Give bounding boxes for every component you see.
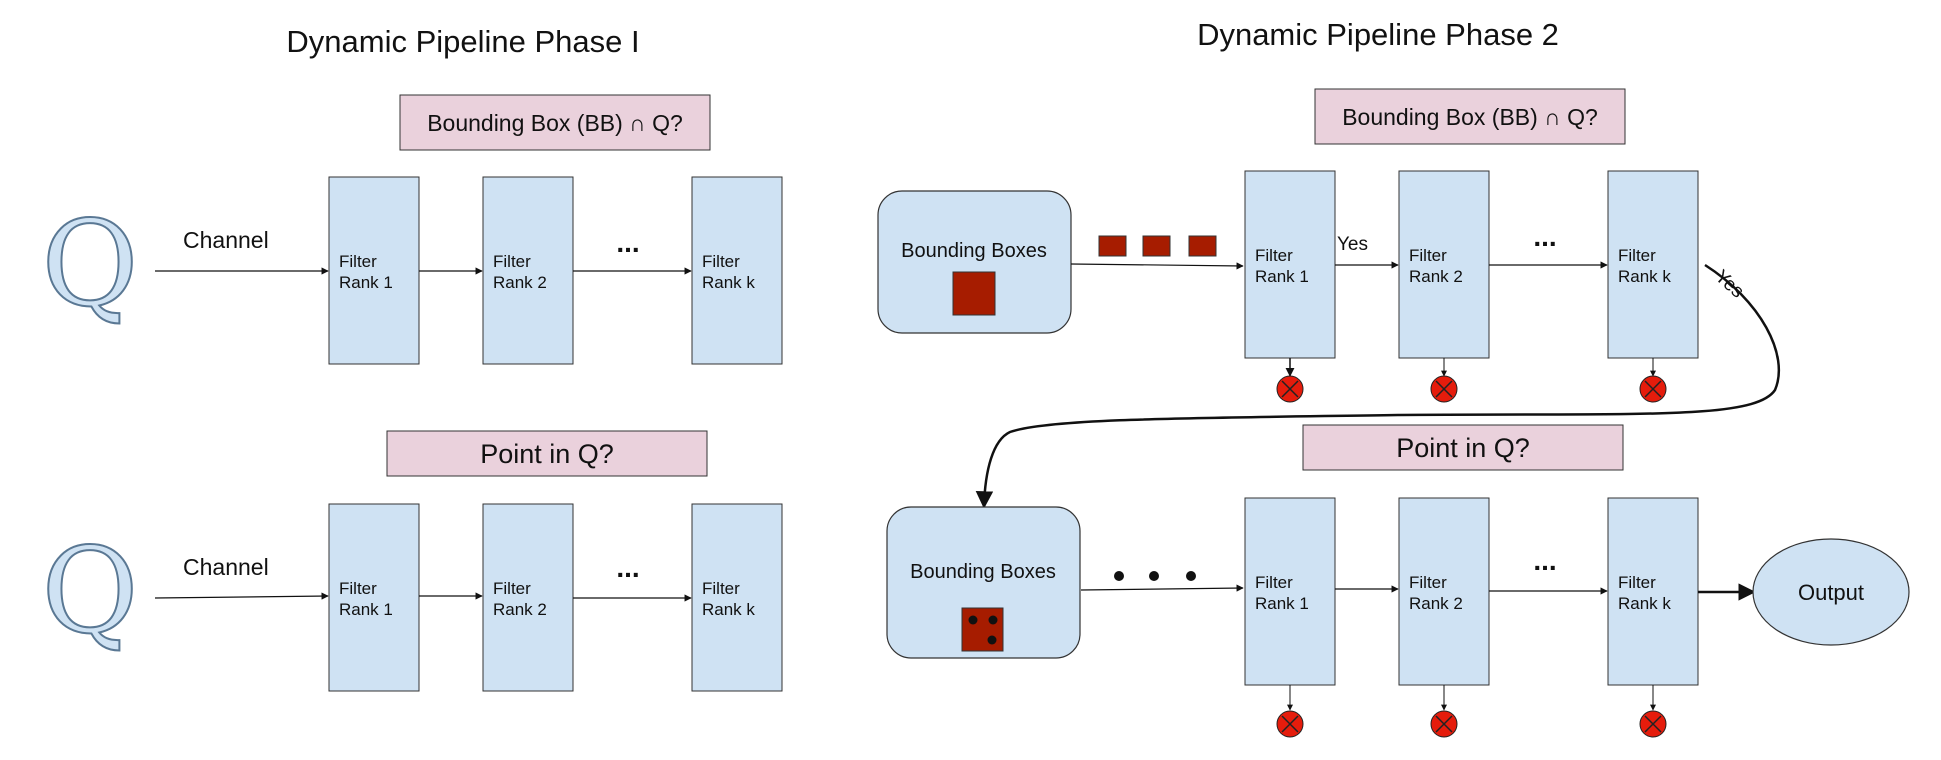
filter-label: Filter — [702, 252, 740, 271]
phase2-bottom-filter-k: Filter Rank k — [1607, 497, 1699, 686]
phase1-query-q-top: Q — [42, 195, 139, 333]
bounding-box-with-points-icon — [961, 607, 1004, 652]
phase2-bottom-filter-2: Filter Rank 2 — [1398, 497, 1490, 686]
phase2-top-rejects — [1276, 358, 1667, 403]
phase1-channel-label-top: Channel — [183, 227, 269, 253]
bounding-box-token-icon — [1188, 235, 1217, 257]
phase1-bb-question-box — [399, 94, 711, 151]
filter-rank: Rank 1 — [339, 273, 393, 292]
reject-icon — [1276, 375, 1304, 403]
phase1-top-filter-k: Filter Rank k — [691, 176, 783, 365]
output-label: Output — [1798, 580, 1864, 605]
reject-icon — [1639, 375, 1667, 403]
phase1-bottom-ellipsis: ... — [616, 552, 639, 583]
phase2-bottom-ellipsis: ... — [1533, 545, 1556, 576]
phase2-title: Dynamic Pipeline Phase 2 — [1197, 17, 1559, 52]
bounding-box-token-icon — [1098, 235, 1127, 257]
phase2-point-question: Point in Q? — [1396, 433, 1530, 463]
bounding-box-square-icon — [952, 271, 996, 316]
filter-label: Filter — [1255, 246, 1293, 265]
reject-icon — [1276, 710, 1304, 738]
phase2-bb-question: Bounding Box (BB) ∩ Q? — [1342, 104, 1598, 130]
filter-rank: Rank 2 — [1409, 267, 1463, 286]
phase1-point-question: Point in Q? — [480, 439, 614, 469]
phase1-bottom-filter-k: Filter Rank k — [691, 503, 783, 692]
phase2-point-question-box — [1302, 424, 1624, 471]
phase1-top-ellipsis: ... — [616, 227, 639, 258]
filter-label: Filter — [1618, 246, 1656, 265]
phase2-top-input-arrow — [1070, 262, 1244, 270]
points-ellipsis-icon — [1114, 571, 1196, 581]
filter-label: Filter — [493, 252, 531, 271]
phase2-top-filter-2: Filter Rank 2 — [1398, 170, 1490, 359]
filter-rank: Rank 2 — [1409, 594, 1463, 613]
filter-label: Filter — [1618, 573, 1656, 592]
filter-rank: Rank k — [1618, 267, 1671, 286]
filter-rank: Rank 1 — [339, 600, 393, 619]
filter-label: Filter — [1409, 246, 1447, 265]
filter-label: Filter — [702, 579, 740, 598]
phase2-output-node: Output — [1752, 538, 1910, 646]
filter-label: Filter — [1409, 573, 1447, 592]
filter-label: Filter — [339, 252, 377, 271]
phase2-top-filter-1: Filter Rank 1 — [1244, 170, 1336, 359]
filter-label: Filter — [493, 579, 531, 598]
reject-icon — [1430, 375, 1458, 403]
bounding-boxes-label: Bounding Boxes — [901, 240, 1047, 262]
filter-rank: Rank 2 — [493, 273, 547, 292]
phase2-yes-label-1: Yes — [1337, 234, 1368, 255]
phase1-point-question-box — [386, 430, 708, 477]
phase2-bounding-boxes-top: Bounding Boxes — [877, 190, 1072, 334]
bounding-box-token-icon — [1142, 235, 1171, 257]
filter-label: Filter — [339, 579, 377, 598]
filter-rank: Rank 2 — [493, 600, 547, 619]
filter-rank: Rank k — [702, 273, 755, 292]
phase2-bounding-boxes-bottom: Bounding Boxes — [886, 506, 1081, 659]
bounding-boxes-label: Bounding Boxes — [910, 561, 1056, 583]
filter-rank: Rank 1 — [1255, 267, 1309, 286]
phase1-query-q-bottom: Q — [42, 522, 139, 660]
filter-label: Filter — [1255, 573, 1293, 592]
reject-icon — [1639, 710, 1667, 738]
phase1-bottom-filter-2: Filter Rank 2 — [482, 503, 574, 692]
phase1-channel-arrow-bottom — [154, 592, 329, 600]
phase1-bb-question: Bounding Box (BB) ∩ Q? — [427, 110, 683, 136]
phase2-bottom-input-arrow — [1080, 584, 1244, 592]
phase2-bottom-filter-1: Filter Rank 1 — [1244, 497, 1336, 686]
filter-rank: Rank k — [702, 600, 755, 619]
phase1-channel-label-bottom: Channel — [183, 554, 269, 580]
phase2-bb-question-box — [1314, 88, 1626, 145]
filter-rank: Rank 1 — [1255, 594, 1309, 613]
phase2-yes-connector — [975, 263, 1781, 509]
phase2-top-filter-k: Filter Rank k — [1607, 170, 1699, 359]
phase1-top-filter-1: Filter Rank 1 — [328, 176, 420, 365]
filter-rank: Rank k — [1618, 594, 1671, 613]
phase1-top-filter-2: Filter Rank 2 — [482, 176, 574, 365]
phase1-title: Dynamic Pipeline Phase I — [286, 24, 639, 59]
phase2-top-ellipsis: ... — [1533, 221, 1556, 252]
phase2-bottom-rejects — [1276, 685, 1667, 738]
phase1-bottom-filter-1: Filter Rank 1 — [328, 503, 420, 692]
reject-icon — [1430, 710, 1458, 738]
